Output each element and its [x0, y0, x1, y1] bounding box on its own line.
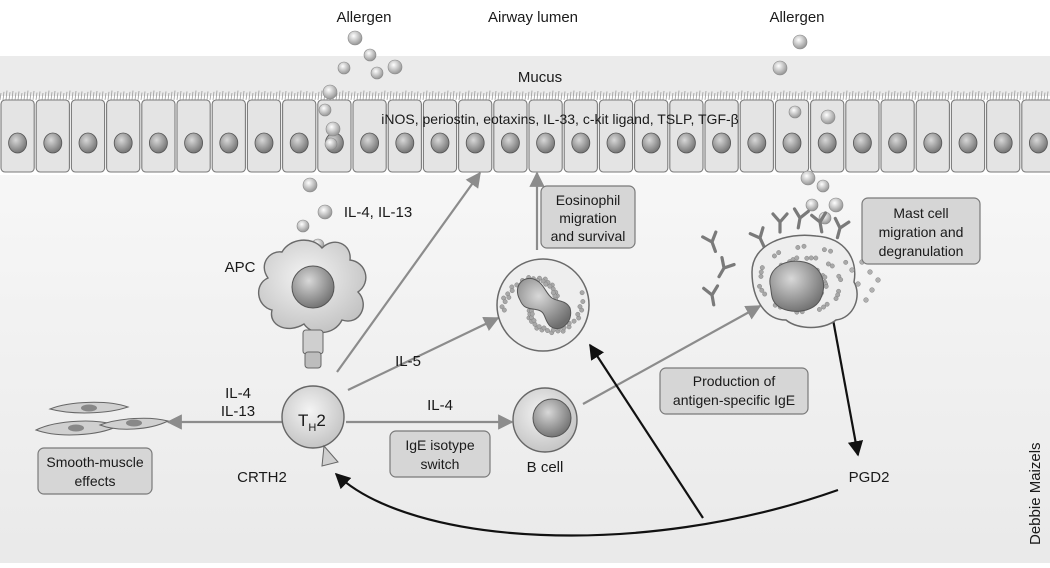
- ige-switch-box-line: IgE isotype: [405, 437, 474, 453]
- epithelial-cell: [352, 99, 387, 173]
- il4-left-label: IL-4: [225, 385, 251, 402]
- epithelial-cell: [986, 99, 1021, 173]
- epithelial-cell-row: [0, 99, 1050, 173]
- arrow-th2-to-epithelium: [336, 171, 481, 373]
- b-cell: [512, 387, 578, 453]
- epithelial-factors-label: iNOS, periostin, eotaxins, IL-33, c-kit …: [381, 111, 738, 127]
- arrow-mast-cell-to-pgd2: [830, 313, 864, 457]
- allergen-right-label: Allergen: [769, 9, 824, 26]
- epithelial-cell: [845, 99, 880, 173]
- epithelial-cell: [422, 99, 458, 173]
- epithelial-cell: [141, 99, 176, 173]
- mast-cell-box: Mast cell migration and degranulation: [861, 197, 981, 265]
- epithelial-cell: [176, 99, 211, 173]
- th2-cell: [281, 385, 345, 467]
- ige-antibody: [748, 226, 766, 249]
- mucus-label: Mucus: [518, 69, 562, 86]
- allergen-left-label: Allergen: [336, 9, 391, 26]
- epithelial-cell: [598, 99, 634, 173]
- arrow-pgd2-to-eosinophil: [589, 343, 704, 519]
- arrow-bcell-to-mast-cell: [582, 305, 762, 405]
- epithelial-cell: [1021, 99, 1050, 173]
- mast-cell-box-line: degranulation: [879, 243, 964, 259]
- epithelial-cell: [669, 99, 704, 173]
- mast-cell: [751, 234, 858, 329]
- il4-right-label: IL-4: [427, 397, 453, 414]
- epithelial-cell: [810, 99, 845, 173]
- apc-label: APC: [225, 259, 256, 276]
- epithelial-cell: [915, 99, 950, 173]
- ige-antibody: [810, 211, 828, 234]
- epithelial-cell: [246, 99, 282, 173]
- ige-antibody: [701, 230, 718, 253]
- epithelial-cell: [106, 99, 141, 173]
- pgd2-label: PGD2: [849, 469, 890, 486]
- ige-antibodies: [701, 207, 851, 307]
- arrow-pgd2-to-crth2: [334, 472, 839, 537]
- il4-il13-label: IL-4, IL-13: [344, 204, 412, 221]
- eosinophil-box-line: and survival: [551, 228, 626, 244]
- credit-label: Debbie Maizels: [1027, 442, 1044, 545]
- eosinophil-box: Eosinophil migration and survival: [540, 185, 636, 249]
- ige-production-box: Production of antigen-specific IgE: [659, 367, 809, 415]
- epithelial-cell: [774, 99, 810, 173]
- ige-antibody: [792, 207, 810, 230]
- eosinophil-box-line: migration: [559, 210, 617, 226]
- crth2-label: CRTH2: [237, 469, 287, 486]
- mast-cell-box-line: Mast cell: [893, 205, 948, 221]
- ige-switch-box-line: switch: [421, 456, 460, 472]
- th2-label: TH2: [298, 411, 326, 434]
- ige-antibody: [771, 212, 789, 234]
- airway-lumen-label: Airway lumen: [488, 9, 578, 26]
- smooth-muscle-box: Smooth-muscle effects: [37, 447, 153, 495]
- epithelial-cell: [739, 99, 774, 173]
- epithelial-cell: [528, 99, 563, 173]
- epithelial-cell: [880, 99, 915, 173]
- epithelial-cell: [387, 99, 422, 173]
- ige-antibody: [717, 255, 736, 279]
- epithelial-cell: [70, 99, 106, 173]
- epithelial-cell: [458, 99, 493, 173]
- mast-cell-box-line: migration and: [879, 224, 964, 240]
- epithelial-cell: [35, 99, 70, 173]
- ige-production-box-line: antigen-specific IgE: [673, 392, 795, 408]
- smooth-muscle-box-line: Smooth-muscle: [46, 454, 143, 470]
- epithelial-cell: [0, 99, 35, 173]
- epithelial-cell: [704, 99, 739, 173]
- epithelial-cell: [211, 99, 246, 173]
- ige-antibody: [702, 284, 720, 307]
- arrow-th2-to-eosinophil: [347, 317, 500, 391]
- apc-cell: [258, 239, 367, 369]
- epithelial-cell: [493, 99, 528, 173]
- epithelial-cell: [634, 99, 669, 173]
- smooth-muscle-cells: [34, 401, 170, 436]
- ige-production-box-line: Production of: [693, 373, 776, 389]
- eosinophil-cell: [496, 258, 590, 352]
- mast-cell-granule-release: [849, 259, 881, 303]
- ige-antibody: [833, 216, 851, 240]
- epithelial-cell: [282, 99, 317, 173]
- eosinophil-box-line: Eosinophil: [556, 192, 621, 208]
- il5-label: IL-5: [395, 353, 421, 370]
- ige-switch-box: IgE isotype switch: [389, 430, 491, 478]
- b-cell-label: B cell: [527, 459, 564, 476]
- il13-left-label: IL-13: [221, 403, 255, 420]
- mucus-layer: [0, 56, 1050, 96]
- epithelial-cell: [563, 99, 598, 173]
- epithelial-cell: [950, 99, 986, 173]
- smooth-muscle-box-line: effects: [75, 473, 116, 489]
